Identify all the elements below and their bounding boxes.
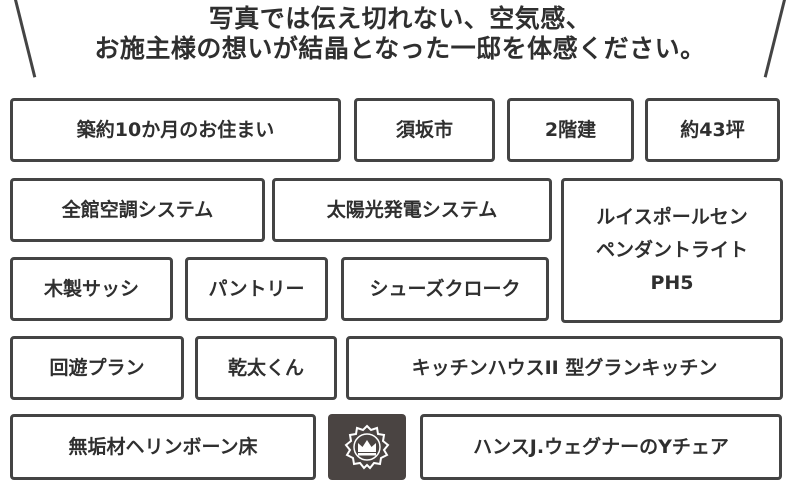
page-heading: 写真では伝え切れない、空気感、 お施主様の想いが結晶となった一邸を体感ください。: [0, 4, 800, 64]
tag-circulation-plan: 回遊プラン: [10, 336, 184, 400]
heading-line-1: 写真では伝え切れない、空気感、: [208, 4, 592, 33]
tag-y-chair: ハンスJ.ウェグナーのYチェア: [420, 414, 782, 480]
tag-pendant-light-line-1: ルイスポールセン: [596, 206, 748, 228]
tag-area: 約43坪: [645, 98, 780, 162]
tag-herringbone-floor: 無垢材ヘリンボーン床: [10, 414, 316, 480]
tag-age: 築約10か月のお住まい: [10, 98, 341, 162]
tag-floors: 2階建: [507, 98, 634, 162]
crown-badge: [328, 414, 406, 480]
tag-shoe-closet: シューズクローク: [341, 257, 549, 321]
tag-wood-sash: 木製サッシ: [10, 257, 173, 321]
tag-pendant-light: ルイスポールセン ペンダントライト PH5: [561, 178, 783, 323]
tag-kitchen: キッチンハウスII 型グランキッチン: [346, 336, 783, 400]
tag-solar: 太陽光発電システム: [272, 178, 552, 242]
crown-emblem-icon: [344, 424, 390, 470]
tag-pantry: パントリー: [185, 257, 328, 321]
tag-pendant-light-line-3: PH5: [650, 272, 694, 294]
tag-air-conditioning: 全館空調システム: [10, 178, 265, 242]
tag-dryer: 乾太くん: [195, 336, 337, 400]
heading-line-2: お施主様の想いが結晶となった一邸を体感ください。: [94, 34, 706, 63]
tag-pendant-light-line-2: ペンダントライト: [595, 239, 748, 261]
tag-city: 須坂市: [354, 98, 495, 162]
